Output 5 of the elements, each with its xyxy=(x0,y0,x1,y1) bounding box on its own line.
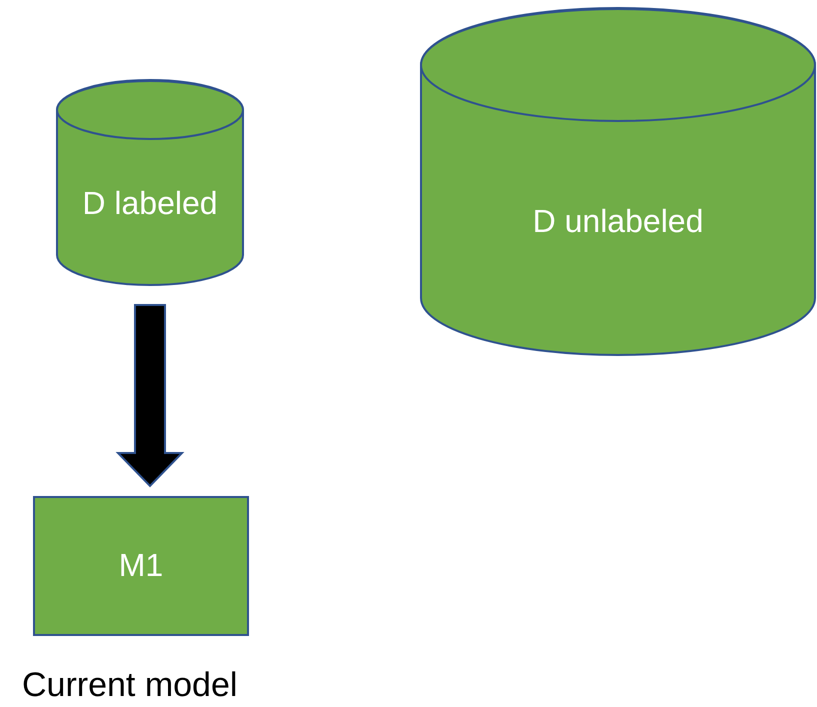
caption-text: Current model xyxy=(22,666,238,705)
block-arrow xyxy=(116,304,184,488)
node-label: M1 xyxy=(118,546,164,586)
node-label: D labeled xyxy=(82,184,218,223)
node-label: D unlabeled xyxy=(532,202,704,241)
